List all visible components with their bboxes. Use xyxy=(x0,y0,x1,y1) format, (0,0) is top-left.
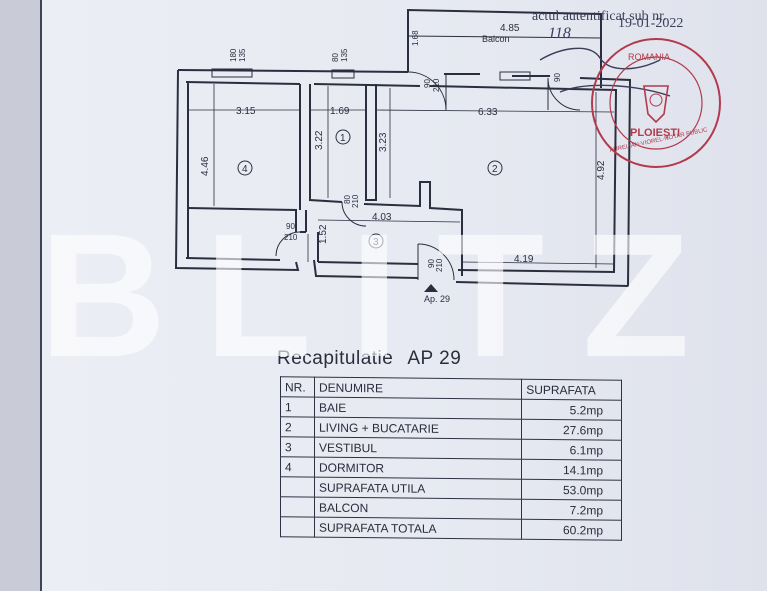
door-dim-5: 90 xyxy=(427,259,436,268)
dim-322: 3.22 xyxy=(314,130,325,150)
door-dim-4: 90 xyxy=(286,222,295,231)
balcony-width-label: 4.85 xyxy=(500,23,520,34)
room-number-3: 3 xyxy=(373,237,379,248)
row-name: BALCON xyxy=(314,497,522,520)
header-denumire: DENUMIRE xyxy=(314,377,522,400)
window-dim-1b: 135 xyxy=(238,48,247,62)
recap-title-ap: AP 29 xyxy=(407,348,462,369)
row-nr xyxy=(280,476,315,498)
notary-text: actul autentificat sub nr. xyxy=(532,9,667,24)
door-dim-5b: 210 xyxy=(435,258,444,272)
row-nr xyxy=(280,516,315,538)
balcony xyxy=(407,8,602,88)
row-name: SUPRAFATA TOTALA xyxy=(314,517,522,540)
dim-403: 4.03 xyxy=(372,212,392,223)
balcony-depth-label: 1.68 xyxy=(411,30,420,46)
room-number-2: 2 xyxy=(492,164,498,175)
row-nr: 3 xyxy=(280,436,315,458)
row-name: SUPRAFATA UTILA xyxy=(314,477,522,500)
room-number-1: 1 xyxy=(340,133,346,144)
entrance-arrow-icon xyxy=(424,284,438,292)
window-dim-2b: 135 xyxy=(340,48,349,62)
row-nr xyxy=(280,496,315,518)
door-dim-3b: 210 xyxy=(351,194,360,208)
notary-number: 118 xyxy=(548,25,571,42)
dim-323: 3.23 xyxy=(378,132,389,152)
row-name: VESTIBUL xyxy=(314,437,522,460)
row-name: BAIE xyxy=(314,397,522,420)
signature xyxy=(539,47,671,97)
dim-315: 3.15 xyxy=(236,106,256,117)
dim-169: 1.69 xyxy=(330,106,350,117)
row-area: 27.6mp xyxy=(521,419,622,441)
dim-152: 1.52 xyxy=(318,224,329,244)
door-swings xyxy=(275,71,581,281)
window-dim-1: 180 xyxy=(229,48,238,62)
row-name: LIVING + BUCATARIE xyxy=(314,417,522,440)
row-area: 60.2mp xyxy=(521,519,622,541)
row-nr: 2 xyxy=(280,416,315,438)
stamp-text-mid: PLOIEȘTI xyxy=(630,127,680,139)
door-dim-4b: 210 xyxy=(284,233,298,242)
recap-title-word: Recapitulatie xyxy=(277,348,394,369)
row-area: 53.0mp xyxy=(521,479,622,501)
dimension-lines xyxy=(188,84,615,268)
dim-419: 4.19 xyxy=(514,254,534,265)
room-number-markers xyxy=(237,129,503,249)
stamp-text-top: ROMANIA xyxy=(628,52,670,62)
door-dim-1b: 210 xyxy=(432,78,441,92)
row-area: 7.2mp xyxy=(521,499,622,521)
door-dim-3: 80 xyxy=(343,195,352,204)
door-dim-1: 90 xyxy=(423,79,432,88)
entrance-label: Ap. 29 xyxy=(424,294,450,304)
header-suprafata: SUPRAFATA xyxy=(521,379,622,401)
row-name: DORMITOR xyxy=(314,457,522,480)
balcony-label: Balcon xyxy=(482,34,510,44)
row-nr: 4 xyxy=(280,456,315,478)
row-nr: 1 xyxy=(280,396,315,418)
row-area: 5.2mp xyxy=(521,399,622,421)
dim-633: 6.33 xyxy=(478,107,498,118)
outer-walls xyxy=(174,68,632,288)
recap-title: Recapitulatie AP 29 xyxy=(277,348,461,370)
dim-492: 4.92 xyxy=(596,160,607,180)
dim-446: 4.46 xyxy=(200,156,211,176)
room-number-4: 4 xyxy=(242,164,248,175)
door-dim-2: 90 xyxy=(553,73,562,82)
row-area: 14.1mp xyxy=(521,459,622,481)
notary-date: 19-01-2022 xyxy=(618,16,683,31)
header-nr: NR. xyxy=(280,376,315,398)
window-dim-2: 80 xyxy=(331,53,340,62)
notary-stamp xyxy=(591,38,721,168)
interior-walls xyxy=(187,84,463,276)
row-area: 6.1mp xyxy=(521,439,622,461)
